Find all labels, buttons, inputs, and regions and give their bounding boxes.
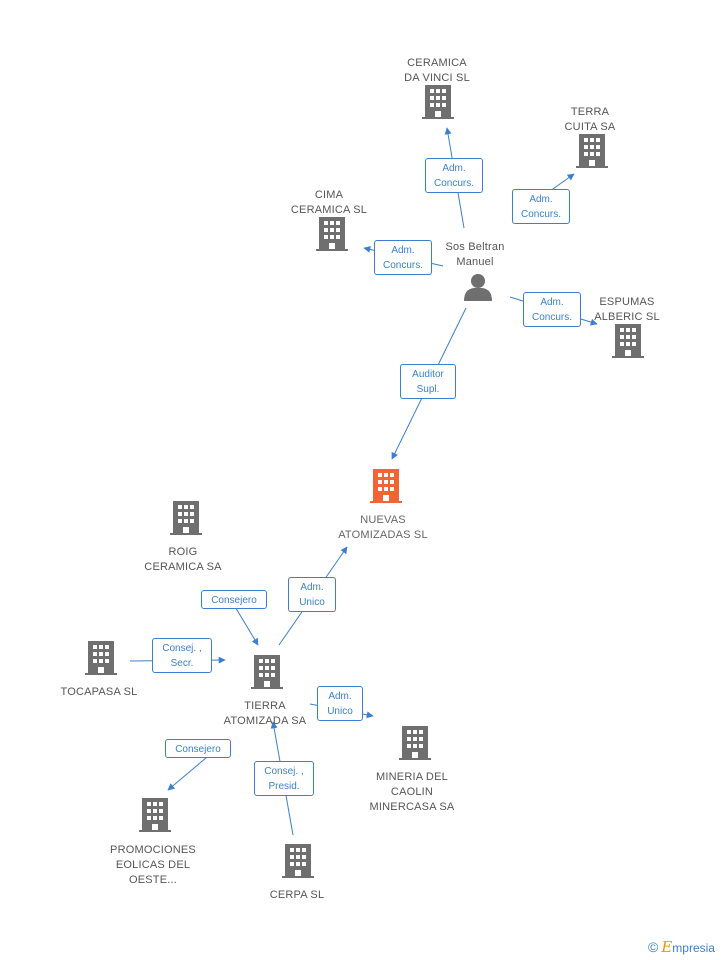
building-icon[interactable] (612, 324, 644, 358)
building-icon[interactable] (422, 85, 454, 119)
edge-label-sos_beltran-terra_cuita[interactable]: Adm. Concurs. (512, 189, 570, 224)
building-icon[interactable] (282, 844, 314, 878)
edge-label-roig_ceramica-tierra_atomizada[interactable]: Consejero (201, 590, 267, 609)
empresia-logo[interactable]: ©Empresia (648, 938, 715, 956)
edge-label-tierra_atomizada-mineria_caolin[interactable]: Adm. Unico (317, 686, 363, 721)
node-label-sos_beltran[interactable]: Sos Beltran Manuel (445, 241, 505, 268)
node-label-ceramica_da_vinci[interactable]: CERAMICA DA VINCI SL (404, 57, 470, 84)
building-icon[interactable] (85, 641, 117, 675)
node-label-nuevas_atomizadas[interactable]: NUEVAS ATOMIZADAS SL (338, 514, 428, 541)
edge-label-cerpa-tierra_atomizada[interactable]: Consej. , Presid. (254, 761, 314, 796)
building-icon[interactable] (170, 501, 202, 535)
person-icon[interactable] (464, 274, 492, 301)
building-icon[interactable] (251, 655, 283, 689)
node-label-tocapasa[interactable]: TOCAPASA SL (60, 686, 138, 698)
copyright-symbol: © (648, 939, 659, 955)
edge-label-sos_beltran-espumas_alberic[interactable]: Adm. Concurs. (523, 292, 581, 327)
node-label-tierra_atomizada[interactable]: TIERRA ATOMIZADA SA (223, 700, 307, 727)
edge-label-tierra_atomizada-promociones_eolicas[interactable]: Consejero (165, 739, 231, 758)
node-label-cerpa[interactable]: CERPA SL (269, 889, 325, 901)
edge-label-sos_beltran-cima_ceramica[interactable]: Adm. Concurs. (374, 240, 432, 275)
node-label-promociones_eolicas[interactable]: PROMOCIONES EOLICAS DEL OESTE... (110, 844, 196, 886)
edge-label-tocapasa-tierra_atomizada[interactable]: Consej. , Secr. (152, 638, 212, 673)
node-label-cima_ceramica[interactable]: CIMA CERAMICA SL (290, 189, 368, 216)
node-label-mineria_caolin[interactable]: MINERIA DEL CAOLIN MINERCASA SA (369, 771, 455, 813)
brand-name: mpresia (672, 941, 715, 955)
building-icon[interactable] (576, 134, 608, 168)
node-label-terra_cuita[interactable]: TERRA CUITA SA (564, 106, 616, 133)
main-company-building-icon[interactable] (370, 469, 402, 503)
brand-initial: E (661, 938, 673, 956)
building-icon[interactable] (139, 798, 171, 832)
edge-label-tierra_atomizada-nuevas_atomizadas[interactable]: Adm. Unico (288, 577, 336, 612)
building-icon[interactable] (316, 217, 348, 251)
node-label-roig_ceramica[interactable]: ROIG CERAMICA SA (144, 546, 222, 573)
edge-label-sos_beltran-ceramica_da_vinci[interactable]: Adm. Concurs. (425, 158, 483, 193)
node-label-espumas_alberic[interactable]: ESPUMAS ALBERIC SL (594, 296, 660, 323)
building-icon[interactable] (399, 726, 431, 760)
edge-label-sos_beltran-nuevas_atomizadas[interactable]: Auditor Supl. (400, 364, 456, 399)
